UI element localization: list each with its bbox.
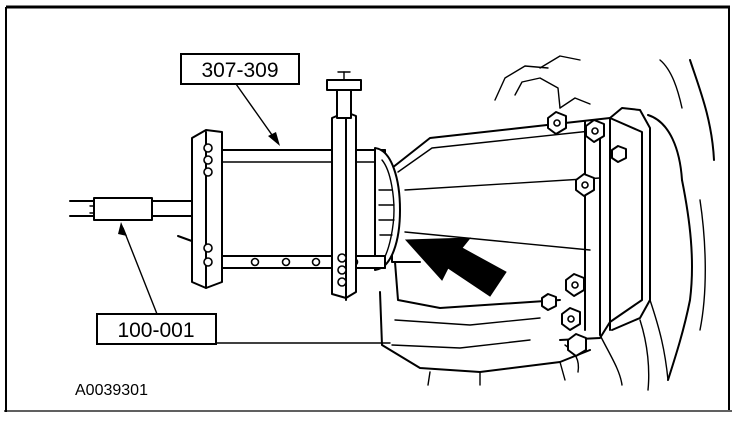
leader-100-001	[118, 222, 158, 315]
figure-id: A0039301	[75, 382, 148, 399]
callout-307-309-label: 307-309	[201, 59, 278, 82]
housing-bolts	[541, 111, 627, 357]
callout-100-001: 100-001	[96, 313, 217, 345]
figure-frame	[4, 5, 732, 412]
transmission-housing	[379, 55, 715, 391]
leader-307-309	[235, 83, 280, 146]
slide-hammer-shaft	[69, 197, 201, 245]
callout-307-309: 307-309	[180, 53, 300, 85]
puller-tool	[191, 71, 401, 301]
callout-100-001-label: 100-001	[117, 319, 194, 342]
direction-arrow-icon	[404, 237, 507, 297]
